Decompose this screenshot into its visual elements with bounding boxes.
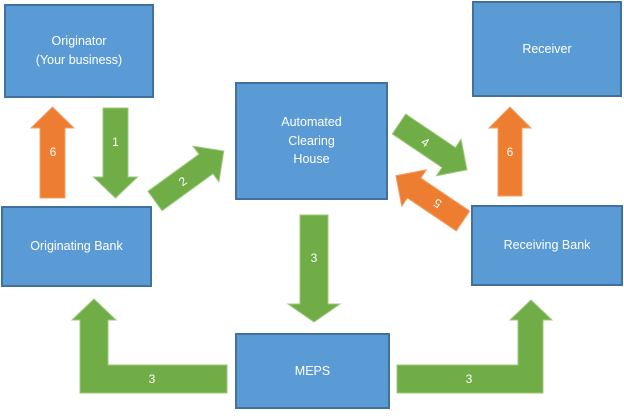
arrow-step2-shape [147,145,225,212]
node-originator-label-line1: Originator [51,34,107,49]
arrow-step3-center: 3 [286,214,342,323]
node-meps-label: MEPS [294,363,331,378]
arrow-step6-right-label: 6 [507,145,514,159]
node-ach: Automated Clearing House [235,82,388,200]
arrow-step4-shape [391,113,468,177]
arrow-step6-left-shape [29,106,76,199]
node-originator: Originator (Your business) [4,4,154,98]
node-ach-label-line1: Automated [281,114,342,129]
arrow-step1-label: 1 [112,135,119,149]
arrow-step5: 5 [395,169,471,232]
node-originator-label-line2: (Your business) [35,53,123,67]
arrow-step3-center-label: 3 [311,251,318,265]
node-receiving-bank: Receiving Bank [471,205,623,286]
arrow-step2: 2 [147,145,225,212]
arrow-step3-right-elbow-shape [396,299,554,394]
arrow-step6-right-shape [487,106,533,197]
node-receiving-bank-label: Receiving Bank [503,238,591,253]
node-originating-bank-label: Originating Bank [30,239,123,254]
arrow-step1: 1 [92,107,139,199]
arrow-step6-right: 6 [487,106,533,197]
arrow-step6-left: 6 [29,106,76,199]
arrow-step3-left-elbow-shape [70,298,228,394]
arrow-step3-right-elbow-label: 3 [466,372,473,386]
arrow-step3-center-shape [286,214,342,323]
node-ach-label-line2: Clearing [288,133,335,148]
arrow-step5-shape [395,169,471,232]
node-ach-label-line3: House [293,152,330,167]
arrow-step1-shape [92,107,139,199]
node-receiver-label: Receiver [522,41,572,56]
arrow-step6-left-label: 6 [50,145,57,159]
arrow-step3-left-elbow: 3 [70,298,228,394]
arrow-step3-right-elbow: 3 [396,299,554,394]
arrow-step4: 4 [391,113,468,177]
node-originating-bank: Originating Bank [1,206,152,287]
node-meps: MEPS [235,333,390,409]
node-receiver: Receiver [472,1,622,97]
arrow-step3-left-elbow-label: 3 [149,372,156,386]
